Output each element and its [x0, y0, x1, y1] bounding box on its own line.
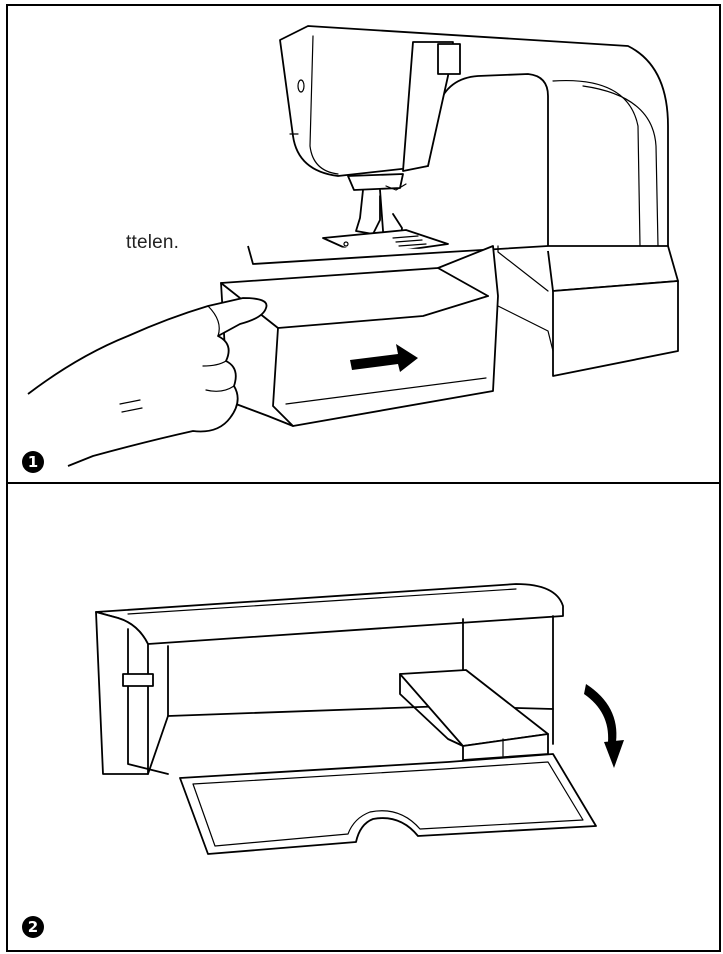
accessory-box-illustration [95, 583, 624, 855]
sewing-machine-illustration [27, 25, 679, 467]
curved-arrow-down-icon [604, 740, 624, 768]
arrow-right-icon [350, 344, 418, 372]
cropped-caption-text: ttelen. [126, 232, 180, 253]
illustration-panel-2: 2 [6, 482, 721, 952]
illustration-panel-1: ttelen. 1 [6, 4, 721, 484]
step-number-badge: 1 [22, 451, 44, 473]
step-number-badge: 2 [22, 916, 44, 938]
